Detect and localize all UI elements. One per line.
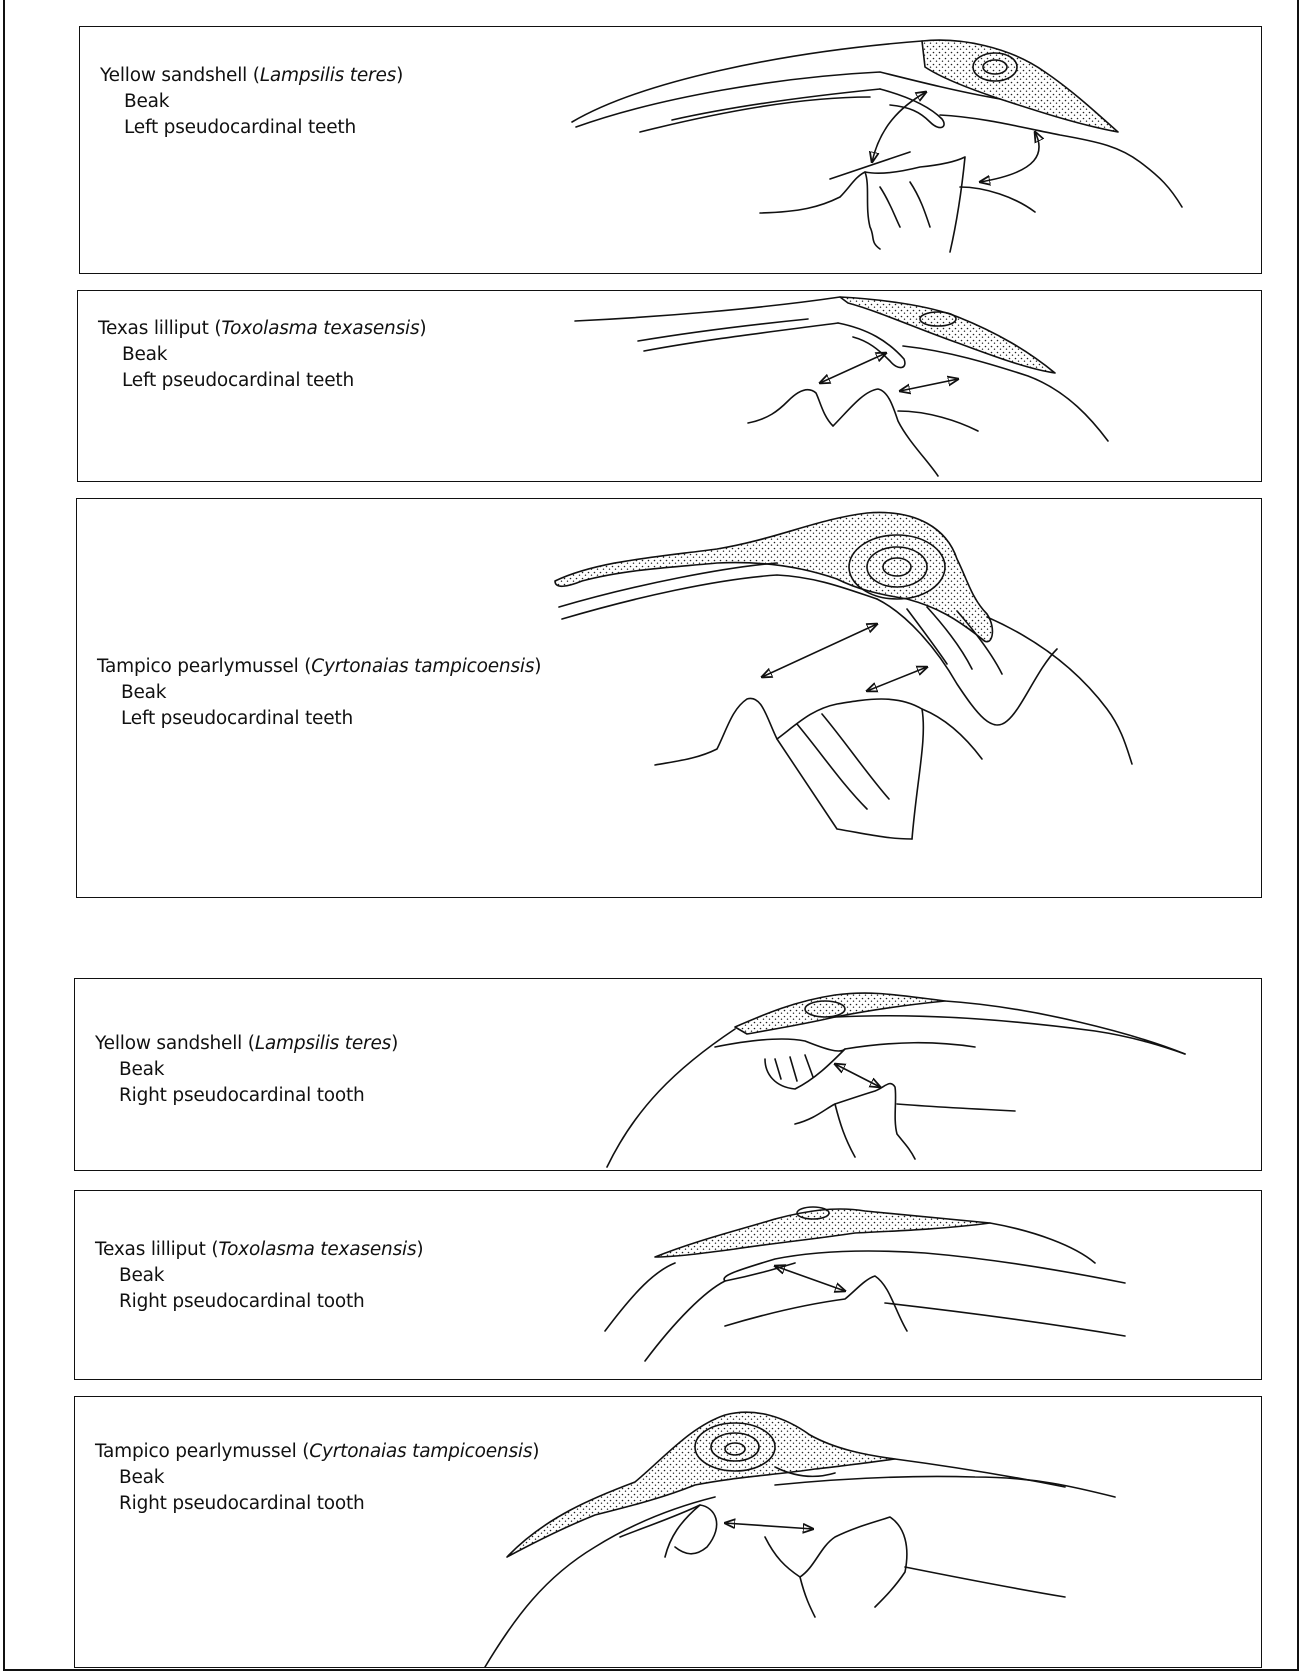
left-tooth-profile bbox=[898, 411, 978, 431]
panel-texas-lilliput-right: Texas lilliput (Toxolasma texasensis) Be… bbox=[74, 1190, 1262, 1380]
shell-outline bbox=[645, 1251, 1125, 1361]
beak-stipple bbox=[555, 512, 992, 641]
left-tooth-profile bbox=[838, 323, 905, 368]
shell-outline bbox=[990, 1223, 1095, 1263]
left-tooth-profile bbox=[655, 698, 923, 839]
right-tooth-profile bbox=[790, 1057, 797, 1081]
panel-tampico-pearlymussel-right: Tampico pearlymussel (Cyrtonaias tampico… bbox=[74, 1396, 1262, 1668]
shell-outline bbox=[605, 1263, 675, 1331]
left-tooth-profile bbox=[910, 182, 930, 227]
right-tooth-profile bbox=[800, 1577, 815, 1617]
beak-stipple bbox=[922, 40, 1118, 132]
shell-outline bbox=[607, 1029, 735, 1167]
shell-hinge-drawing bbox=[78, 291, 1263, 483]
right-tooth-profile bbox=[885, 1303, 1125, 1336]
shell-hinge-drawing bbox=[77, 499, 1263, 899]
right-tooth-profile bbox=[845, 1043, 975, 1049]
panel-texas-lilliput-left: Texas lilliput (Toxolasma texasensis) Be… bbox=[77, 290, 1262, 482]
left-tooth-profile bbox=[880, 187, 900, 227]
shell-outline bbox=[562, 575, 877, 619]
panel-yellow-sandshell-right: Yellow sandshell (Lampsilis teres) Beak … bbox=[74, 978, 1262, 1171]
shell-hinge-drawing bbox=[75, 979, 1263, 1172]
shell-outline bbox=[485, 1497, 715, 1667]
shell-hinge-drawing bbox=[75, 1191, 1263, 1381]
left-tooth-profile bbox=[922, 709, 982, 759]
shell-hinge-drawing bbox=[80, 27, 1263, 275]
pointer-arrow bbox=[762, 624, 877, 677]
pointer-arrow bbox=[775, 1266, 845, 1291]
panel-yellow-sandshell-left: Yellow sandshell (Lampsilis teres) Beak … bbox=[79, 26, 1262, 274]
shell-outline bbox=[940, 115, 1182, 207]
shell-hinge-drawing bbox=[75, 1397, 1263, 1669]
pointer-arrow bbox=[725, 1523, 813, 1529]
shell-outline bbox=[835, 1016, 1185, 1054]
shell-outline bbox=[575, 297, 840, 321]
pointer-arrow bbox=[900, 379, 958, 391]
right-tooth-profile bbox=[897, 1104, 1015, 1111]
left-tooth-profile bbox=[822, 714, 889, 799]
right-tooth-profile bbox=[765, 1517, 907, 1607]
shell-outline bbox=[987, 617, 1132, 764]
pointer-arrow bbox=[867, 667, 927, 691]
left-tooth-profile bbox=[830, 152, 910, 179]
right-tooth-profile bbox=[725, 1276, 907, 1331]
right-tooth-profile bbox=[795, 1084, 915, 1159]
beak-stipple bbox=[655, 1209, 990, 1257]
pointer-arrow bbox=[835, 1064, 880, 1087]
right-tooth-profile bbox=[775, 1059, 781, 1079]
left-tooth-profile bbox=[748, 389, 938, 476]
shell-outline bbox=[640, 97, 870, 132]
pointer-arrow bbox=[820, 353, 886, 383]
left-tooth-profile bbox=[777, 739, 912, 839]
panel-tampico-pearlymussel-left: Tampico pearlymussel (Cyrtonaias tampico… bbox=[76, 498, 1262, 898]
right-tooth-profile bbox=[715, 1039, 845, 1089]
right-tooth-profile bbox=[905, 1567, 1065, 1597]
left-tooth-profile bbox=[960, 187, 1035, 212]
left-tooth-profile bbox=[907, 609, 947, 664]
left-tooth-profile bbox=[865, 157, 965, 252]
left-tooth-profile bbox=[760, 172, 880, 249]
shell-outline bbox=[644, 323, 838, 351]
pointer-arrow bbox=[980, 132, 1039, 182]
shell-outline bbox=[895, 1459, 1065, 1487]
right-tooth-profile bbox=[835, 1104, 855, 1157]
left-tooth-profile bbox=[797, 724, 867, 809]
right-tooth-profile bbox=[805, 1055, 813, 1077]
